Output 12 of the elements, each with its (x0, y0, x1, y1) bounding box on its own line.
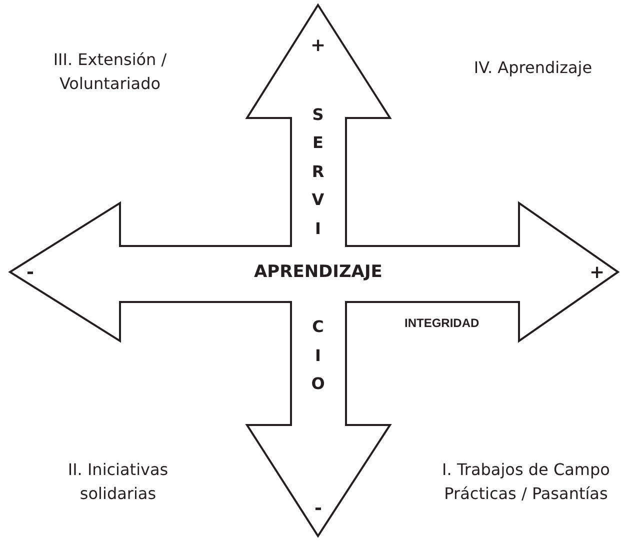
minus-sign: - (26, 262, 34, 282)
plus-sign: + (310, 34, 326, 56)
axis-label: CIO (310, 316, 326, 395)
minus-sign: - (314, 498, 322, 518)
quadrant-label: IV. Aprendizaje (472, 57, 594, 79)
quadrant-label: II. Iniciativas solidarias (66, 459, 170, 505)
quadrant-label: I. Trabajos de Campo Prácticas / Pasantías (441, 459, 611, 505)
plus-sign: + (590, 262, 605, 282)
axis-label: APRENDIZAJE (254, 262, 382, 282)
axis-label: INTEGRIDAD (404, 316, 480, 330)
axis-label: SERVI (310, 104, 326, 240)
quadrant-label: III. Extensión / Voluntariado (52, 49, 168, 95)
